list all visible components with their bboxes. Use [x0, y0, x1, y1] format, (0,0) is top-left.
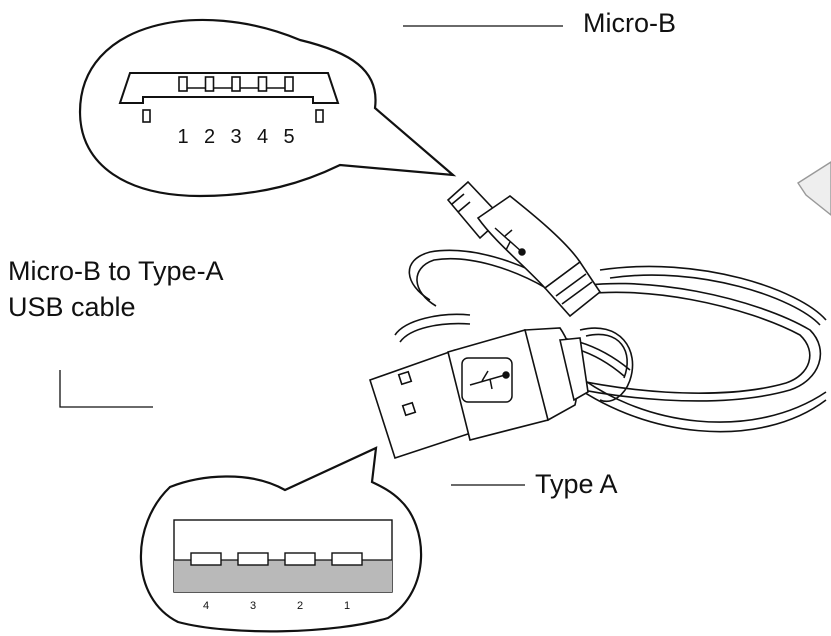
type-a-pin-contacts — [190, 552, 363, 566]
micro-b-pin-number: 3 — [230, 126, 241, 148]
micro-b-connector-outline — [118, 72, 340, 104]
micro-b-pin-number: 1 — [177, 126, 188, 148]
type-a-pin-contact — [331, 552, 363, 566]
type-a-pin-number: 1 — [344, 600, 350, 612]
micro-b-pin-contact — [204, 76, 215, 92]
type-a-plug — [369, 327, 589, 460]
type-a-pin-number: 4 — [203, 600, 209, 612]
micro-b-pin-contact — [178, 76, 188, 92]
micro-b-latch-right — [315, 109, 324, 123]
micro-b-pin-number: 2 — [204, 126, 215, 148]
micro-b-pin-contact — [257, 76, 268, 92]
micro-b-latch-left — [142, 109, 151, 123]
type-a-pin-number: 2 — [297, 600, 303, 612]
package-corner — [797, 161, 831, 216]
type-a-pin-contact — [237, 552, 269, 566]
micro-b-plug — [446, 180, 602, 318]
type-a-pin-numbers: 4 3 2 1 — [203, 600, 350, 612]
micro-b-pin-number: 4 — [257, 126, 268, 148]
type-a-pin-contact — [284, 552, 316, 566]
cable-leader-line — [59, 370, 153, 408]
type-a-label: Type A — [535, 469, 618, 499]
cable-description-line2: USB cable — [8, 292, 136, 322]
coiled-cable — [394, 249, 827, 433]
type-a-usb-trident-icon — [461, 357, 513, 403]
cable-description-label: Micro-B to Type-A USB cable — [8, 253, 224, 325]
micro-b-pin-number: 5 — [283, 126, 294, 148]
micro-b-pin-contact — [284, 76, 294, 92]
micro-b-pin-contact — [231, 76, 241, 92]
cable-description-line1: Micro-B to Type-A — [8, 256, 224, 286]
micro-b-usb-trident-icon — [494, 227, 526, 256]
micro-b-label: Micro-B — [583, 8, 676, 38]
type-a-pin-contact — [190, 552, 222, 566]
micro-b-callout-bubble — [78, 18, 457, 198]
micro-b-pin-contacts — [178, 76, 294, 92]
type-a-pin-number: 3 — [250, 600, 256, 612]
